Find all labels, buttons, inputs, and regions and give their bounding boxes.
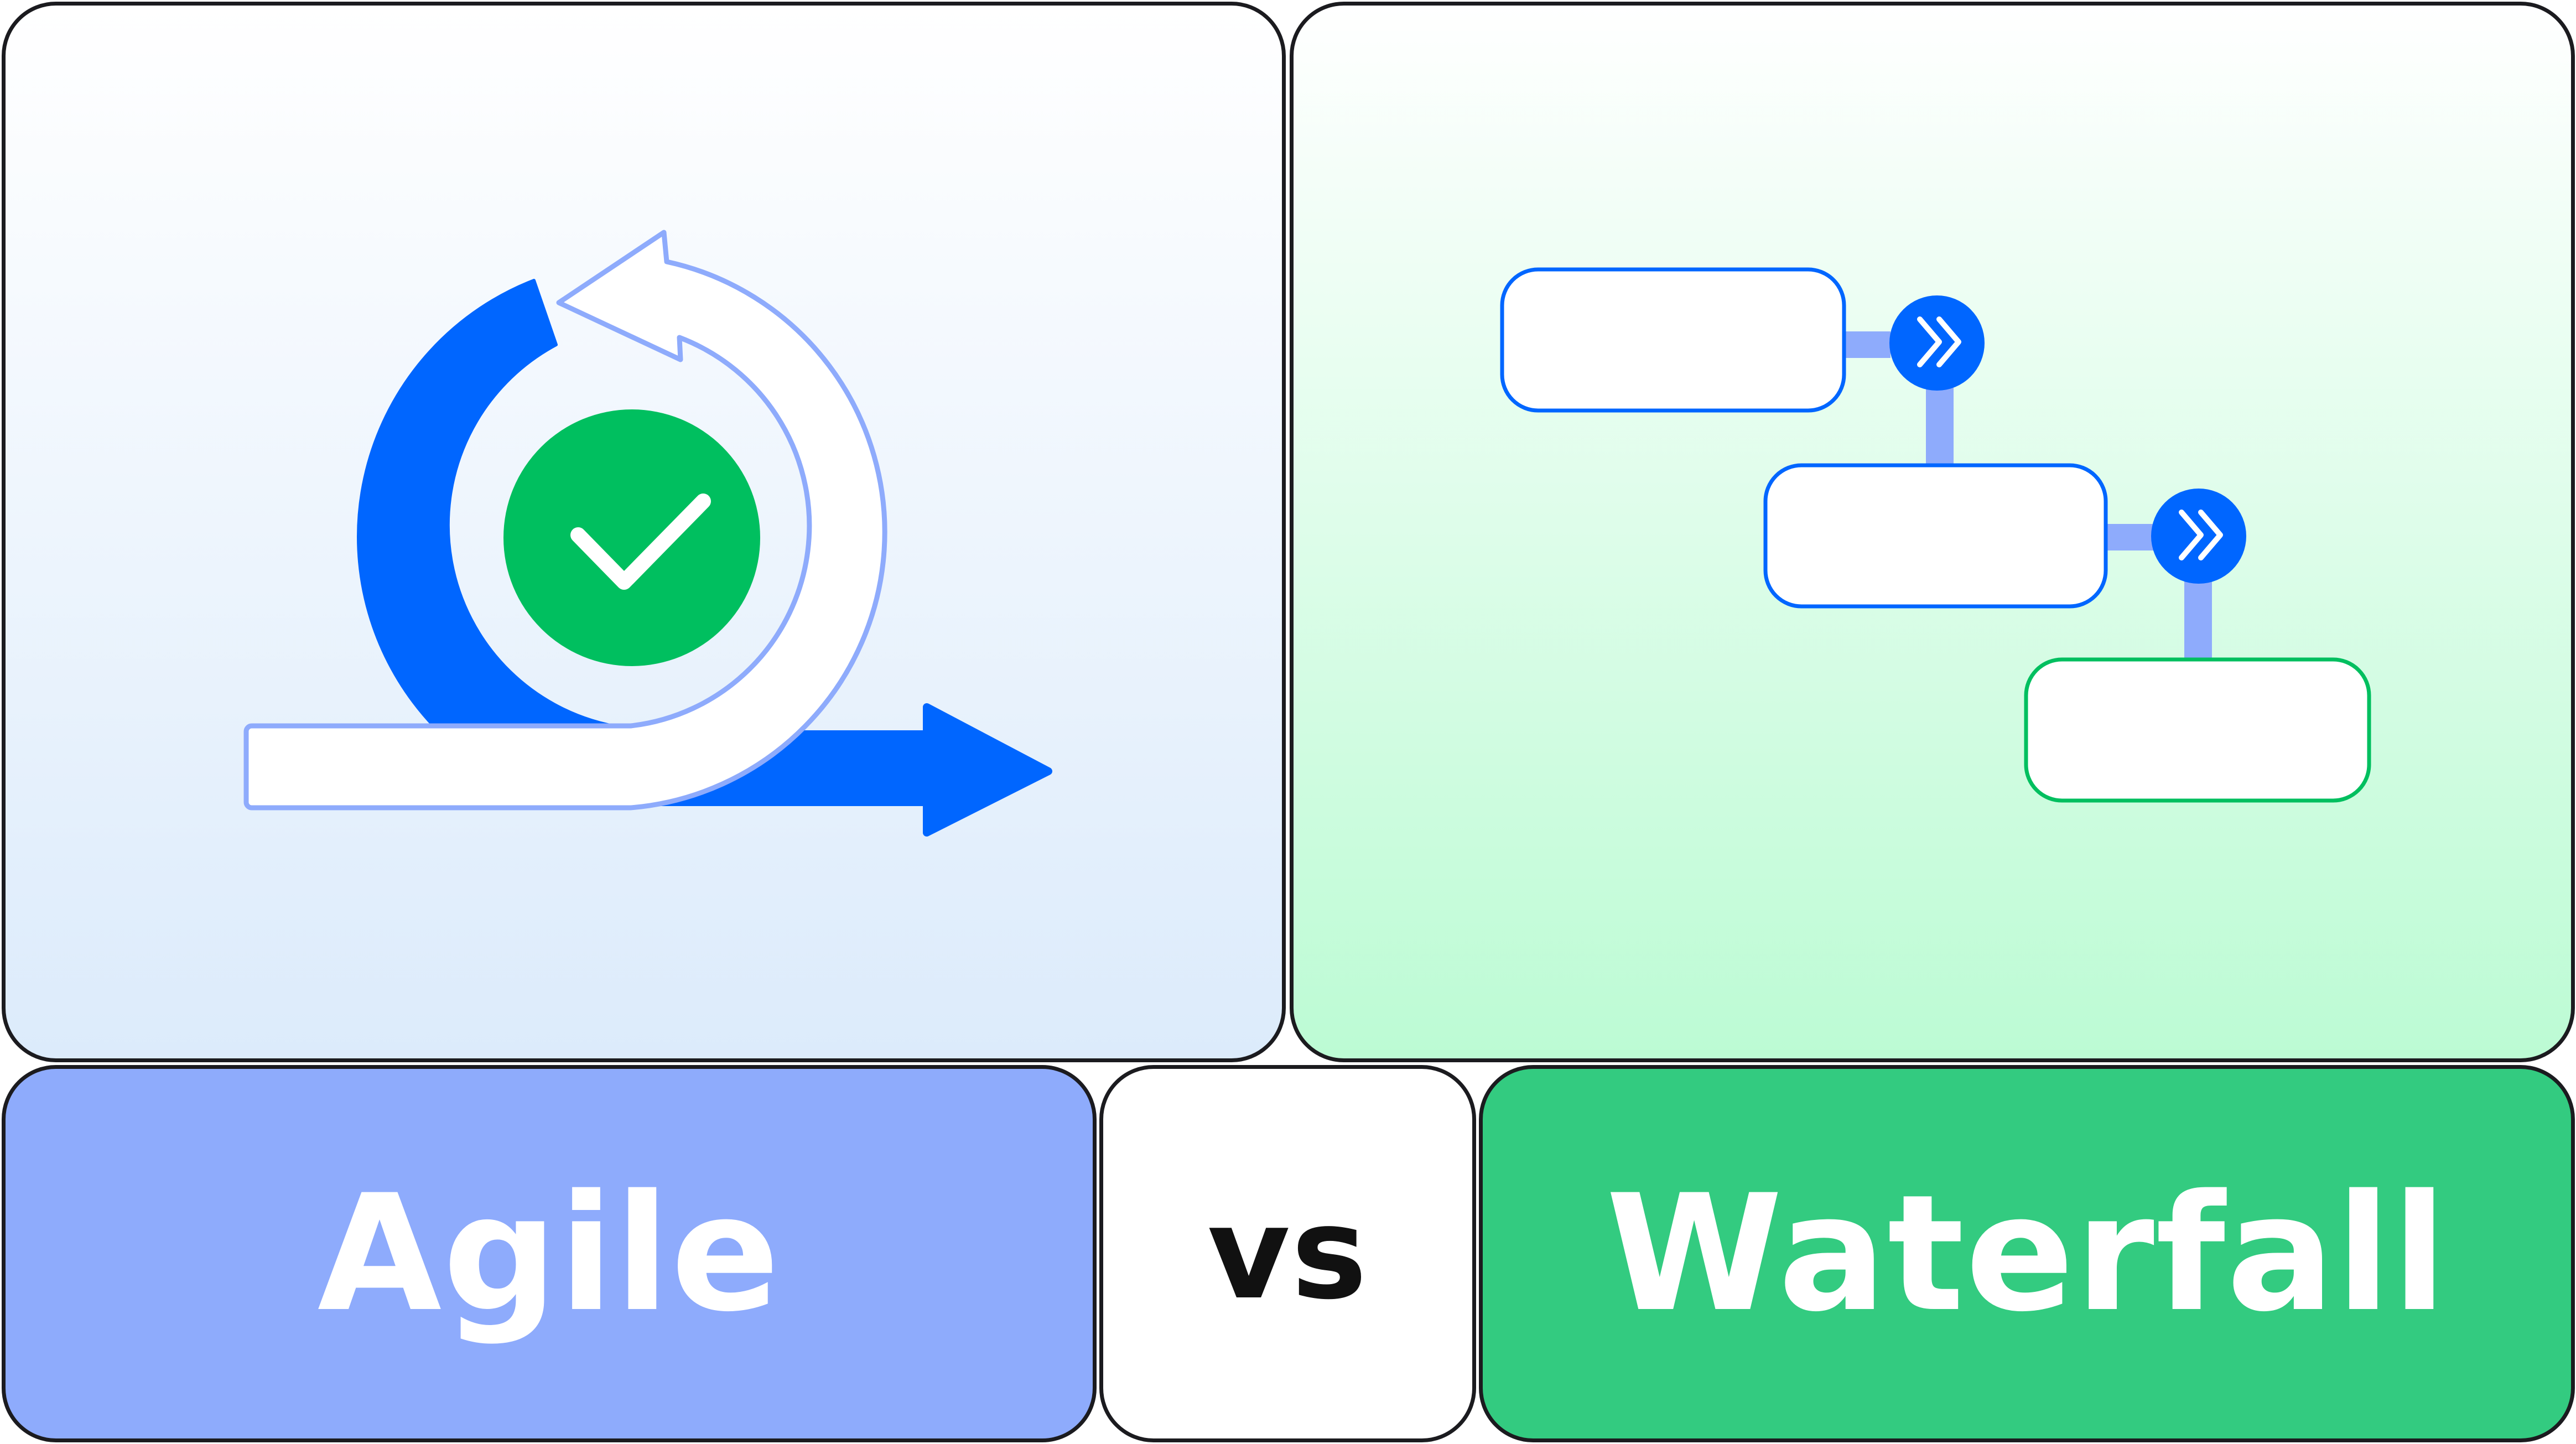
connector <box>1842 331 1891 358</box>
double-chevron-icon <box>1889 295 1985 391</box>
waterfall-label-box: Waterfall <box>1479 1065 2575 1442</box>
stage-box-3 <box>2024 657 2371 803</box>
waterfall-panel <box>1290 2 2575 1062</box>
agile-label-box: Agile <box>2 1065 1097 1442</box>
vs-label: vs <box>1207 1180 1368 1328</box>
double-chevron-icon <box>2151 489 2246 584</box>
waterfall-label: Waterfall <box>1606 1160 2448 1347</box>
agile-label: Agile <box>317 1160 781 1347</box>
waterfall-illustration <box>1500 267 2371 803</box>
loop-arrow-icon <box>243 230 887 811</box>
vs-label-box: vs <box>1099 1065 1476 1442</box>
checkmark-icon <box>503 409 760 666</box>
agile-panel <box>2 2 1286 1062</box>
stage-box-2 <box>1763 463 2108 609</box>
agile-illustration <box>243 230 1052 837</box>
stage-box-1 <box>1500 267 1846 413</box>
connector <box>2105 524 2154 550</box>
